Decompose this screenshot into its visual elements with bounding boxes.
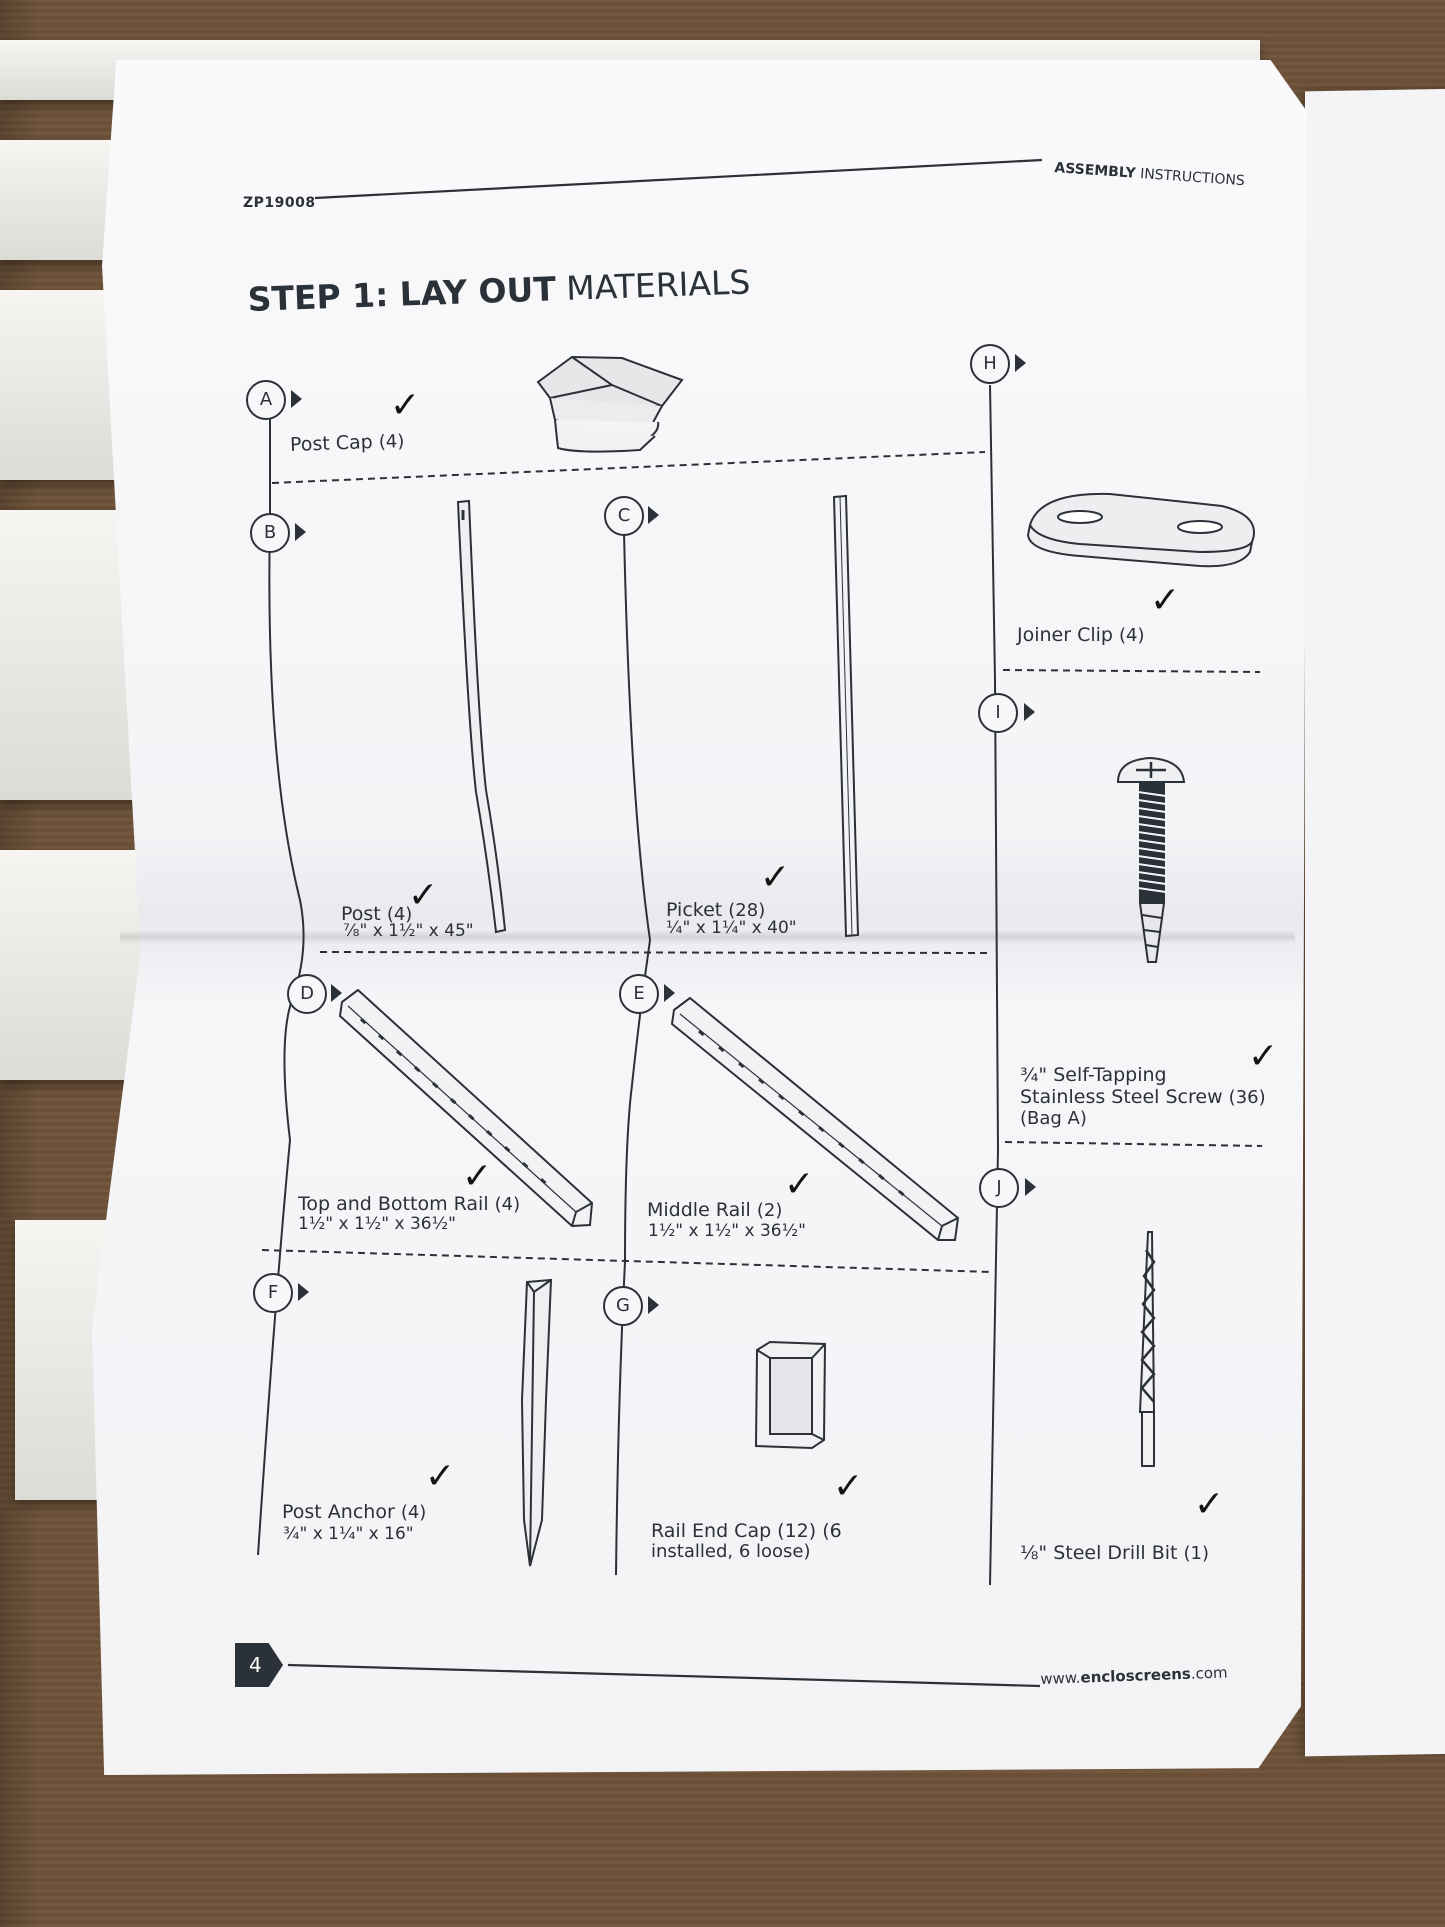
- part-i-label-line-1: ¾" Self-Tapping: [1020, 1064, 1167, 1086]
- part-g-label-line-2: installed, 6 loose): [651, 1541, 811, 1562]
- part-f-badge: F: [253, 1273, 293, 1313]
- part-h-arrow-icon: [1015, 354, 1026, 372]
- part-c-label: Picket (28): [666, 899, 765, 922]
- part-c-qty: (28): [728, 900, 766, 921]
- part-i-label-line-2: Stainless Steel Screw (36): [1020, 1086, 1266, 1109]
- part-b-check-mark: ✓: [408, 875, 439, 916]
- post-cap-illustration: [536, 355, 684, 453]
- picket-illustration: [832, 494, 860, 938]
- connector-line-right: [989, 384, 1000, 1586]
- part-e-dimensions: 1½" x 1½" x 36½": [648, 1221, 806, 1241]
- screw-illustration: [1116, 756, 1186, 963]
- part-d-name: Top and Bottom Rail: [298, 1193, 489, 1215]
- part-e-check-mark: ✓: [784, 1164, 815, 1205]
- divider-bc: [319, 951, 993, 954]
- rail-end-cap-illustration: [754, 1340, 827, 1450]
- part-j-qty: (1): [1183, 1543, 1210, 1564]
- part-d-dimensions: 1½" x 1½" x 36½": [298, 1214, 456, 1234]
- part-j-name: ⅛" Steel Drill Bit: [1020, 1542, 1178, 1564]
- url-prefix: www.: [1040, 1668, 1081, 1688]
- window-blind-slat: [0, 850, 150, 1080]
- part-a-arrow-icon: [291, 390, 302, 408]
- part-b-dimensions: ⅞" x 1½" x 45": [343, 921, 474, 941]
- part-d-label: Top and Bottom Rail (4): [298, 1193, 520, 1216]
- part-f-dimensions: ¾" x 1¼" x 16": [283, 1524, 414, 1544]
- part-h-check-mark: ✓: [1150, 580, 1181, 621]
- part-b-badge: B: [250, 513, 290, 553]
- part-i-badge: I: [978, 693, 1018, 733]
- footer-rule: [287, 1663, 1041, 1688]
- page-fold: [120, 930, 1295, 944]
- document-code: ZP19008: [243, 195, 316, 211]
- part-g-badge: G: [603, 1286, 643, 1326]
- part-h-badge: H: [970, 344, 1010, 384]
- part-a-qty: (4): [378, 431, 405, 453]
- part-b-arrow-icon: [295, 523, 306, 541]
- part-c-arrow-icon: [648, 506, 659, 524]
- joiner-clip-illustration: [1026, 492, 1255, 568]
- part-e-label: Middle Rail (2): [647, 1199, 782, 1222]
- part-h-qty: (4): [1119, 625, 1145, 646]
- part-i-arrow-icon: [1024, 703, 1035, 721]
- part-f-name: Post Anchor: [282, 1501, 395, 1523]
- part-a-name: Post Cap: [289, 431, 374, 456]
- part-h-name: Joiner Clip: [1017, 624, 1113, 646]
- part-h-label: Joiner Clip (4): [1017, 624, 1145, 647]
- part-j-badge: J: [979, 1168, 1019, 1208]
- part-f-label: Post Anchor (4): [282, 1501, 426, 1524]
- part-a-badge: A: [246, 380, 286, 420]
- part-e-name: Middle Rail: [647, 1199, 751, 1221]
- part-e-qty: (2): [756, 1200, 783, 1221]
- divider-de: [261, 1249, 993, 1273]
- part-a-label: Post Cap (4): [290, 430, 405, 457]
- part-g-label-line-1: Rail End Cap (12) (6: [651, 1520, 842, 1542]
- header-rule: [314, 158, 1043, 200]
- part-b-name: Post: [341, 903, 381, 925]
- part-d-badge: D: [287, 974, 327, 1014]
- part-d-check-mark: ✓: [462, 1156, 493, 1197]
- part-j-check-mark: ✓: [1194, 1484, 1225, 1525]
- part-f-arrow-icon: [298, 1283, 309, 1301]
- divider-i: [1004, 1141, 1263, 1147]
- part-i-qty: (36): [1228, 1087, 1266, 1108]
- url-brand: encloscreens: [1080, 1664, 1192, 1687]
- middle-rail-illustration: [670, 996, 960, 1241]
- part-c-badge: C: [604, 496, 644, 536]
- part-d-qty: (4): [494, 1194, 521, 1215]
- divider-h: [1002, 669, 1261, 673]
- top-bottom-rail-illustration: [338, 988, 594, 1228]
- part-c-name: Picket: [666, 899, 723, 921]
- part-b-qty: (4): [386, 904, 413, 925]
- part-c-dimensions: ¼" x 1¼" x 40": [666, 918, 797, 938]
- part-c-check-mark: ✓: [760, 857, 791, 898]
- drill-bit-illustration: [1138, 1231, 1156, 1467]
- part-g-arrow-icon: [648, 1296, 659, 1314]
- part-f-check-mark: ✓: [425, 1456, 456, 1497]
- part-i-name: Stainless Steel Screw: [1020, 1086, 1223, 1108]
- part-i-check-mark: ✓: [1248, 1036, 1279, 1077]
- instruction-page: [92, 60, 1307, 1775]
- part-e-badge: E: [619, 974, 659, 1014]
- step-title-rest: MATERIALS: [555, 262, 751, 309]
- part-a-check-mark: ✓: [390, 385, 421, 426]
- post-anchor-illustration: [520, 1278, 553, 1567]
- part-j-arrow-icon: [1025, 1178, 1036, 1196]
- connector-line-middle: [615, 531, 652, 1576]
- url-suffix: .com: [1190, 1663, 1228, 1683]
- part-g-check-mark: ✓: [833, 1466, 864, 1507]
- part-j-label: ⅛" Steel Drill Bit (1): [1020, 1542, 1209, 1565]
- part-f-qty: (4): [400, 1502, 427, 1523]
- divider-a: [271, 451, 986, 484]
- post-illustration: [456, 499, 507, 934]
- part-b-label: Post (4): [341, 903, 412, 926]
- part-i-label-line-3: (Bag A): [1020, 1108, 1087, 1129]
- part-e-arrow-icon: [664, 984, 675, 1002]
- part-d-arrow-icon: [331, 984, 342, 1002]
